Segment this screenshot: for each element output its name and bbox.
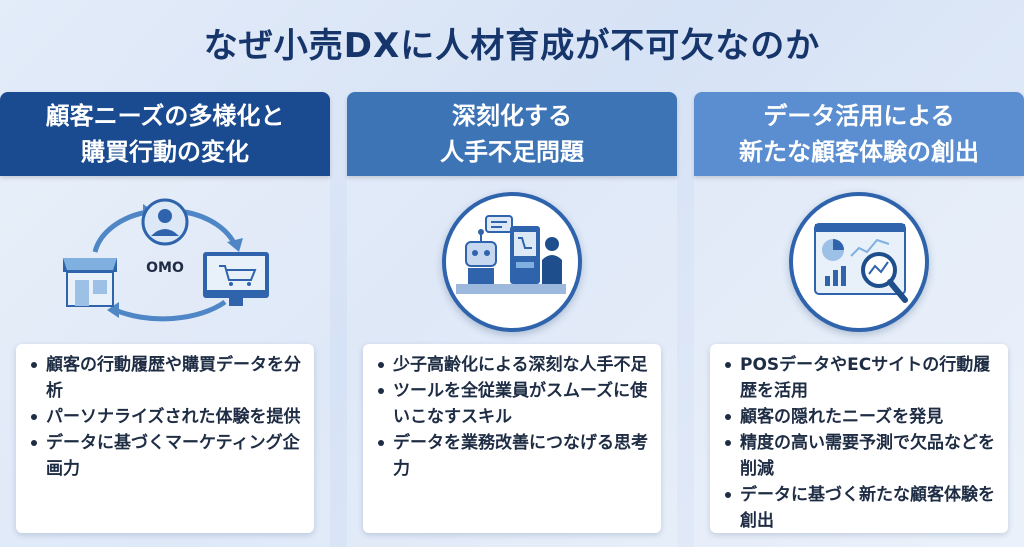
omo-cycle-icon: OMO (55, 190, 275, 340)
column-heading-line2: 新たな顧客体験の創出 (739, 138, 979, 166)
column-customer-needs: 顧客ニーズの多様化と 購買行動の変化 (0, 92, 330, 547)
column-header: 深刻化する 人手不足問題 (347, 92, 677, 176)
list-item: 少子高齢化による深刻な人手不足 (375, 352, 651, 378)
analytics-dashboard-icon (789, 192, 929, 332)
list-item: 精度の高い需要予測で欠品などを削減 (722, 430, 998, 482)
bullet-card: 少子高齢化による深刻な人手不足 ツールを全従業員がスムーズに使いこなすスキル デ… (363, 344, 661, 533)
list-item: 顧客の隠れたニーズを発見 (722, 404, 998, 430)
list-item: データを業務改善につなげる思考力 (375, 430, 651, 482)
column-heading-line2: 購買行動の変化 (81, 138, 249, 166)
page-title: なぜ小売DXに人材育成が不可欠なのか (203, 26, 821, 66)
list-item: 顧客の行動履歴や購買データを分析 (28, 352, 304, 404)
list-item: ツールを全従業員がスムーズに使いこなすスキル (375, 378, 651, 430)
omo-label: OMO (146, 260, 184, 276)
list-item: POSデータやECサイトの行動履歴を活用 (722, 352, 998, 404)
list-item: データに基づくマーケティング企画力 (28, 430, 304, 482)
column-labor-shortage: 深刻化する 人手不足問題 少子高 (347, 92, 677, 547)
column-heading-line1: 顧客ニーズの多様化と (45, 102, 285, 130)
sparkle-icon (982, 503, 1008, 529)
bullet-card: 顧客の行動履歴や購買データを分析 パーソナライズされた体験を提供 データに基づく… (16, 344, 314, 533)
list-item: データに基づく新たな顧客体験を創出 (722, 482, 998, 534)
robot-self-checkout-icon (442, 192, 582, 332)
column-data-utilization: データ活用による 新たな顧客体験の創出 POSデータやECサイトの行動履歴を活用… (694, 92, 1024, 547)
list-item: パーソナライズされた体験を提供 (28, 404, 304, 430)
column-header: 顧客ニーズの多様化と 購買行動の変化 (0, 92, 330, 176)
column-heading-line2: 人手不足問題 (440, 138, 584, 166)
column-header: データ活用による 新たな顧客体験の創出 (694, 92, 1024, 176)
column-heading-line1: 深刻化する (452, 102, 572, 130)
column-heading-line1: データ活用による (763, 102, 955, 130)
bullet-card: POSデータやECサイトの行動履歴を活用 顧客の隠れたニーズを発見 精度の高い需… (710, 344, 1008, 533)
